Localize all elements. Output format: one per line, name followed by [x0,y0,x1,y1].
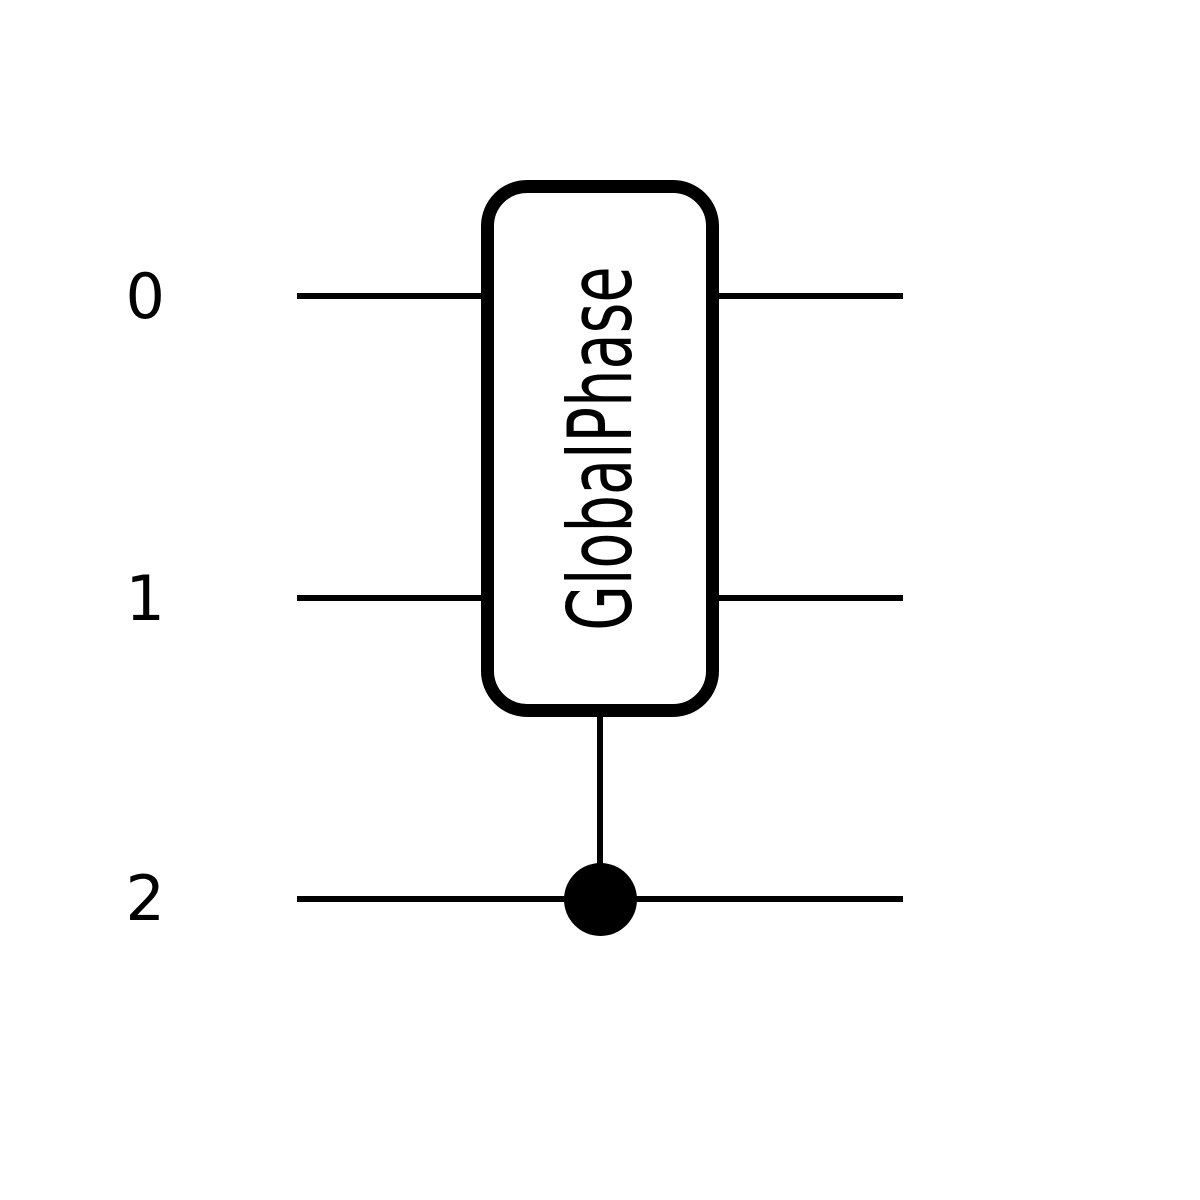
globalphase-gate-box: GlobalPhase [481,180,719,717]
qubit-label-0: 0 [125,259,165,333]
control-connector-line [597,705,603,900]
control-dot [564,863,637,936]
qubit-label-1: 1 [125,561,165,635]
qubit-label-2: 2 [125,861,165,935]
gate-label: GlobalPhase [548,266,652,631]
